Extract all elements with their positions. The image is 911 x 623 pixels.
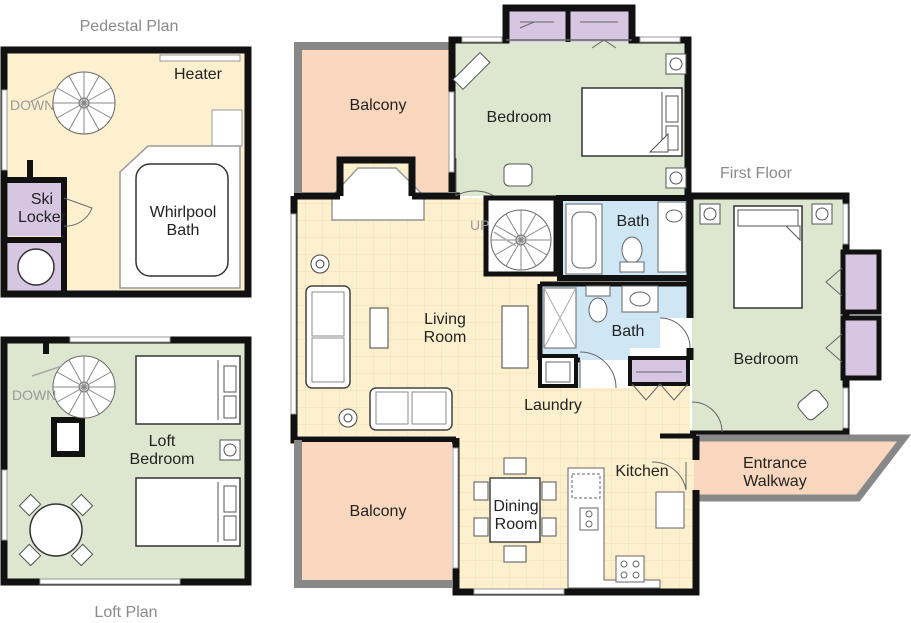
loft-down-label: DOWN <box>12 387 56 403</box>
sofa-bottom <box>369 387 453 431</box>
bedroom-top-label: Bedroom <box>487 109 552 126</box>
first-floor-title: First Floor <box>720 165 793 182</box>
whirlpool-label-line1: Whirlpool <box>150 204 217 221</box>
laundry-label: Laundry <box>524 397 582 414</box>
pedestal-plan-title: Pedestal Plan <box>80 18 179 35</box>
balcony-bottom-label: Balcony <box>350 503 407 520</box>
kitchen-label: Kitchen <box>615 463 668 480</box>
toilet-upper <box>621 236 643 264</box>
pedestal-walls <box>0 46 252 298</box>
entrance-walkway <box>694 438 904 498</box>
living-room-label-line2: Room <box>424 329 467 346</box>
loft-spiral-stair <box>52 355 116 419</box>
up-label: UP <box>470 217 489 233</box>
loft-bed-upper <box>135 355 241 425</box>
first-floor-plan: First Floor Balcony Bedroom <box>290 4 911 596</box>
sofa-left <box>305 285 351 389</box>
entrance-label-line1: Entrance <box>743 455 807 472</box>
living-room-label-line1: Living <box>424 311 466 328</box>
pedestal-down-label: DOWN <box>10 97 54 113</box>
balcony-top-label: Balcony <box>350 97 407 114</box>
ski-locker-label-line1: Ski <box>31 191 53 208</box>
loft-bedroom-label-line1: Loft <box>149 433 176 450</box>
heater-label: Heater <box>174 66 223 83</box>
dining-table <box>473 457 557 563</box>
loft-bedroom-label-line2: Bedroom <box>130 451 195 468</box>
loft-bed-lower <box>135 477 241 547</box>
whirlpool-label-line2: Bath <box>167 222 200 239</box>
loft-plan-title: Loft Plan <box>94 604 157 621</box>
dining-room-label-line1: Dining <box>493 498 538 515</box>
pedestal-down-arrow <box>29 87 59 103</box>
pedestal-spiral-stair <box>52 71 116 135</box>
bath-lower-label: Bath <box>612 323 645 340</box>
bath-upper-label: Bath <box>617 213 650 230</box>
laundry-closet <box>628 356 690 386</box>
bedroom-right-label: Bedroom <box>734 351 799 368</box>
balcony-top <box>298 46 452 192</box>
first-floor-spiral-stair <box>490 209 552 271</box>
pedestal-plan: Pedestal Plan DOWN Heater Ski Locker Whi… <box>0 18 252 298</box>
water-heater-icon <box>17 248 55 286</box>
ski-locker-label-line2: Locker <box>18 209 67 226</box>
entrance-label-line2: Walkway <box>743 473 806 490</box>
balcony-bottom <box>302 442 452 582</box>
loft-plan: DOWN Loft Bedroom Loft Plan <box>0 336 252 621</box>
loft-table-chairs <box>18 493 94 567</box>
ski-locker-closet <box>8 182 64 236</box>
dining-room-label-line2: Room <box>495 516 538 533</box>
